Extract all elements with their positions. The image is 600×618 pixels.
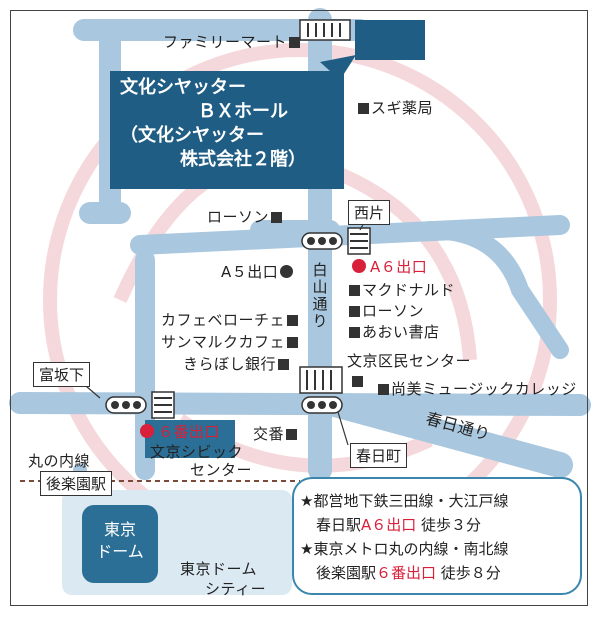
access-info-box: ★都営地下鉄三田線・大江戸線 春日駅A６出口 徒歩３分 ★東京メトロ丸の内線・南… (292, 477, 582, 595)
traffic-light-kasuga (299, 366, 343, 414)
access-station-korakuen: 後楽園駅 (316, 564, 377, 582)
dome-city-label-1: 東京ドーム (180, 560, 258, 578)
kumin-building-marker (350, 372, 365, 390)
familymart-label: ファミリーマート (163, 33, 302, 51)
lawson-label-1: ローソン (207, 208, 284, 226)
traffic-light-familymart (299, 19, 351, 41)
hakusan-char-2: 山 (312, 278, 328, 296)
tokyo-dome: 東京 ドーム (82, 505, 158, 583)
access-line-3: ★東京メトロ丸の内線・南北線 (300, 540, 509, 558)
access-line-2: 春日駅A６出口 徒歩３分 (300, 513, 574, 537)
civic-label-2: センター (190, 461, 253, 479)
venue-pointer (320, 55, 356, 80)
civic-center-building (145, 420, 235, 458)
traffic-light-tomisaka (105, 391, 175, 419)
map-frame (10, 10, 588, 606)
civic-label-1: 文京シビック (150, 443, 244, 461)
kasugacho-box: 春日町 (350, 443, 408, 468)
hakusan-char-1: 白 (312, 261, 328, 279)
access-exit-6: ６番出口 (376, 564, 437, 582)
access-line-1: ★都営地下鉄三田線・大江戸線 (300, 492, 509, 510)
kumin-label: 文京区民センター (347, 352, 472, 370)
kiraboshi-label: きらぼし銀行 (183, 355, 291, 373)
lawson-label-2: ローソン (347, 302, 424, 320)
hakusan-dori-label: 白 山 通 り (309, 262, 331, 330)
dome-label-2: ドーム (96, 542, 144, 561)
venue-line1: 文化シヤッター (120, 77, 246, 98)
access-walk-3: 徒歩３分 (416, 516, 482, 534)
venue-line4: 株式会社２階） (180, 149, 306, 170)
hakusan-char-4: り (312, 312, 328, 330)
aoi-label: あおい書店 (347, 323, 440, 341)
sugi-label: スギ薬局 (356, 99, 433, 117)
traffic-light-nishikata (301, 227, 371, 255)
koban-label: 交番 (253, 425, 299, 443)
cafe-veloce-label: カフェベローチェ (161, 311, 300, 329)
dome-city-label-2: シティー (205, 580, 267, 598)
tomisaka-box: 富坂下 (33, 362, 91, 387)
exit6-label: ６番出口 (140, 423, 220, 441)
nishikata-box: 西片 (348, 200, 391, 225)
saint-marc-label: サンマルクカフェ (161, 333, 300, 351)
venue-label: 文化シヤッター ＢＸホール （文化シヤッター 株式会社２階） (110, 71, 344, 189)
dome-label-1: 東京 (103, 520, 136, 539)
a6-exit-label: A６出口 (352, 258, 427, 276)
mcd-label: マクドナルド (347, 281, 455, 299)
bx-hall-building (355, 20, 425, 60)
hakusan-char-3: 通 (312, 295, 328, 313)
venue-line3: （文化シヤッター (120, 125, 264, 146)
shobi-label: 尚美ミュージックカレッジ (376, 380, 577, 398)
marunouchi-label: 丸の内線 (28, 452, 91, 470)
access-station-kasuga: 春日駅 (316, 516, 362, 534)
access-walk-8: 徒歩８分 (436, 564, 501, 582)
korakuen-box: 後楽園駅 (40, 471, 113, 496)
access-exit-a6: A６出口 (361, 516, 417, 534)
access-line-4: 後楽園駅６番出口 徒歩８分 (300, 561, 574, 585)
a5-exit-label: A５出口 (221, 263, 294, 281)
venue-line2: ＢＸホール (198, 101, 288, 122)
